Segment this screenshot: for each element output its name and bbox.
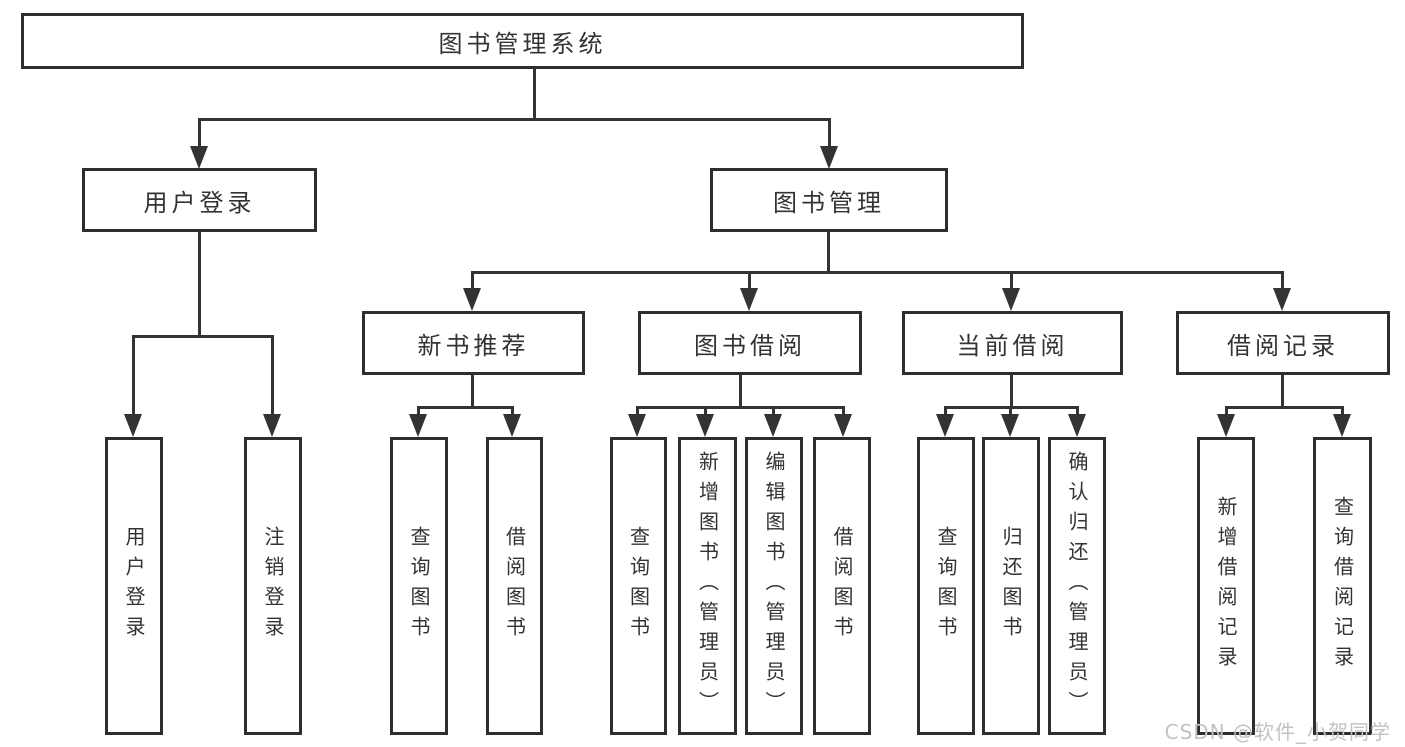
arrow-down-icon: [1333, 414, 1351, 437]
arrow-down-icon: [409, 414, 427, 437]
node-label: 图书借阅: [694, 331, 806, 360]
arrow-down-icon: [834, 414, 852, 437]
connector-line: [944, 406, 947, 417]
connector-line: [842, 406, 845, 417]
leaf-label: 查询图书: [626, 526, 651, 646]
leaf-current-return-books: 归还图书: [982, 437, 1040, 735]
arrow-down-icon: [740, 288, 758, 311]
leaf-label: 编辑图书（管理员）: [762, 451, 786, 721]
leaf-label: 归还图书: [999, 526, 1023, 646]
connector-line: [198, 118, 830, 121]
connector-line: [417, 406, 514, 409]
connector-line: [533, 69, 536, 118]
leaf-label: 新增借阅记录: [1214, 496, 1238, 676]
arrow-down-icon: [1002, 288, 1020, 311]
connector-line: [471, 271, 474, 291]
leaf-label: 新增图书（管理员）: [695, 451, 720, 721]
leaf-label: 确认归还（管理员）: [1065, 451, 1089, 721]
connector-line: [748, 271, 751, 291]
node-label: 用户登录: [143, 188, 256, 217]
connector-line: [471, 375, 474, 406]
arrow-down-icon: [190, 146, 208, 169]
connector-line: [772, 406, 775, 417]
leaf-borrow-query-books: 查询图书: [610, 437, 667, 735]
arrow-down-icon: [263, 414, 281, 437]
node-current-borrowing: 当前借阅: [902, 311, 1123, 375]
connector-line: [1010, 375, 1013, 406]
leaf-records-add-record: 新增借阅记录: [1197, 437, 1255, 735]
leaf-borrow-borrow-books: 借阅图书: [813, 437, 871, 735]
csdn-watermark: CSDN @软件_小贺同学: [1164, 720, 1391, 744]
arrow-down-icon: [1001, 414, 1019, 437]
node-label: 图书管理系统: [438, 29, 607, 58]
connector-line: [636, 406, 639, 417]
leaf-current-confirm-return-admin: 确认归还（管理员）: [1048, 437, 1106, 735]
arrow-down-icon: [936, 414, 954, 437]
connector-line: [1281, 375, 1284, 406]
node-label: 图书管理: [773, 188, 885, 217]
arrow-down-icon: [1068, 414, 1086, 437]
node-label: 新书推荐: [417, 331, 530, 360]
connector-line: [636, 406, 845, 409]
leaf-rec-borrow-books: 借阅图书: [486, 437, 543, 735]
connector-line: [1010, 271, 1013, 291]
connector-line: [198, 118, 201, 148]
node-label: 当前借阅: [956, 331, 1069, 360]
arrow-down-icon: [628, 414, 646, 437]
connector-line: [271, 335, 274, 417]
leaf-label: 借阅图书: [830, 526, 854, 646]
leaf-current-query-books: 查询图书: [917, 437, 975, 735]
arrow-down-icon: [820, 146, 838, 169]
leaf-label: 查询图书: [934, 526, 958, 646]
connector-line: [1281, 271, 1284, 291]
connector-line: [1225, 406, 1228, 417]
connector-line: [827, 232, 830, 271]
arrow-down-icon: [1217, 414, 1235, 437]
arrow-down-icon: [1273, 288, 1291, 311]
connector-line: [132, 335, 274, 338]
arrow-down-icon: [696, 414, 714, 437]
connector-line: [511, 406, 514, 417]
node-book-borrowing: 图书借阅: [638, 311, 862, 375]
leaf-logout: 注销登录: [244, 437, 302, 735]
arrow-down-icon: [503, 414, 521, 437]
leaf-records-query-record: 查询借阅记录: [1313, 437, 1372, 735]
leaf-user-login: 用户登录: [105, 437, 163, 735]
leaf-rec-query-books: 查询图书: [390, 437, 448, 735]
connector-line: [132, 335, 135, 417]
leaf-label: 借阅图书: [502, 526, 527, 646]
leaf-label: 注销登录: [261, 526, 285, 646]
node-user-login: 用户登录: [82, 168, 317, 232]
connector-line: [417, 406, 420, 417]
connector-line: [739, 375, 742, 406]
connector-line: [1225, 406, 1343, 409]
node-new-book-recommend: 新书推荐: [362, 311, 585, 375]
connector-line: [198, 232, 201, 335]
connector-line: [1341, 406, 1344, 417]
node-library-system: 图书管理系统: [21, 13, 1024, 69]
connector-line: [828, 118, 831, 148]
connector-line: [704, 406, 707, 417]
arrow-down-icon: [764, 414, 782, 437]
node-borrow-records: 借阅记录: [1176, 311, 1390, 375]
arrow-down-icon: [463, 288, 481, 311]
leaf-label: 查询图书: [407, 526, 431, 646]
arrow-down-icon: [124, 414, 142, 437]
node-label: 借阅记录: [1227, 331, 1339, 360]
connector-line: [1076, 406, 1079, 417]
leaf-borrow-edit-books-admin: 编辑图书（管理员）: [745, 437, 803, 735]
connector-line: [1009, 406, 1012, 417]
leaf-borrow-add-books-admin: 新增图书（管理员）: [678, 437, 737, 735]
leaf-label: 查询借阅记录: [1330, 496, 1355, 676]
leaf-label: 用户登录: [122, 526, 146, 646]
node-book-management: 图书管理: [710, 168, 948, 232]
connector-line: [471, 271, 1284, 274]
